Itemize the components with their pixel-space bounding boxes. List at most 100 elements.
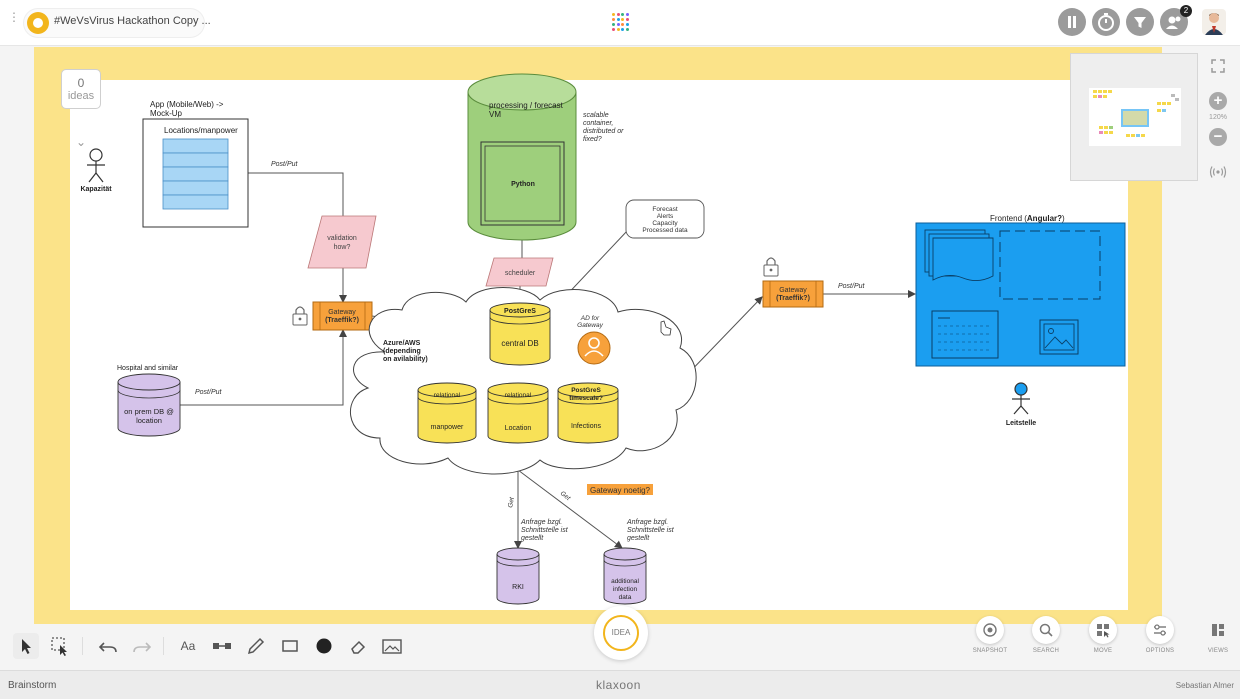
move-button[interactable]: MOVE	[1083, 616, 1123, 654]
user-icon[interactable]	[577, 331, 611, 365]
select-tool[interactable]	[13, 633, 39, 659]
shape-icon	[282, 640, 298, 652]
frontend-title: Frontend (Angular?)	[990, 214, 1065, 223]
participants-badge: 2	[1180, 5, 1192, 17]
postgres-label: PostGreS	[504, 308, 536, 315]
actor-kapazitaet[interactable]	[87, 148, 105, 183]
actor-leitstelle[interactable]	[1012, 382, 1030, 415]
anfrage-right-1: Anfrage bzgl.	[626, 519, 668, 526]
timer-button[interactable]	[1092, 8, 1120, 36]
idea-button[interactable]: IDEA	[594, 606, 648, 660]
picture-icon	[382, 639, 402, 654]
gateway-left[interactable]	[312, 301, 373, 331]
chevron-down-icon[interactable]: ⌄	[75, 135, 87, 149]
bottom-toolbar: Aa	[0, 625, 1240, 667]
ad-label-1: AD for	[580, 315, 600, 322]
processing-vm[interactable]	[467, 73, 577, 241]
get-label-1: Get	[507, 496, 516, 509]
broadcast-icon	[1209, 166, 1227, 178]
undo-button[interactable]	[95, 633, 121, 659]
zoom-out-button[interactable]: −	[1209, 128, 1227, 146]
minimap[interactable]	[1070, 53, 1198, 181]
on-prem-label-1: on prem DB @	[124, 407, 174, 416]
connector-cloud-additional	[517, 469, 623, 549]
multi-select-icon	[51, 637, 67, 656]
search-button[interactable]: SEARCH	[1026, 616, 1066, 654]
on-prem-db[interactable]	[117, 373, 181, 437]
broadcast-button[interactable]	[1205, 164, 1231, 185]
anfrage-left-2: Schnittstelle ist	[521, 527, 569, 534]
connector-tool[interactable]	[209, 633, 235, 659]
avatar[interactable]	[1202, 9, 1226, 35]
anfrage-right-3: gestellt	[627, 535, 650, 542]
forecast-label-4: Processed data	[642, 227, 688, 234]
camera-icon	[983, 623, 997, 637]
session-selector[interactable]: #WeVsVirus Hackathon Copy ...	[24, 9, 211, 37]
multi-select-tool[interactable]	[47, 633, 73, 659]
views-button[interactable]: VIEWS	[1198, 616, 1238, 654]
forecast-note[interactable]	[625, 199, 705, 239]
app-list	[162, 138, 229, 210]
ideas-label: ideas	[67, 90, 95, 102]
snapshot-label: SNAPSHOT	[972, 648, 1008, 654]
image-icon	[1039, 319, 1079, 355]
color-icon	[316, 638, 332, 654]
connector-icon	[213, 643, 231, 649]
filter-icon	[1134, 17, 1146, 28]
minimap-preview	[1089, 88, 1181, 146]
session-title: #WeVsVirus Hackathon Copy ...	[54, 15, 211, 27]
undo-icon	[98, 642, 117, 653]
additional-label-1: additional	[611, 578, 639, 585]
db-location[interactable]	[487, 382, 549, 444]
gateway-left-label-1: Gateway	[328, 309, 356, 316]
image-tool[interactable]	[379, 633, 405, 659]
timer-icon	[1098, 13, 1114, 31]
anfrage-left-3: gestellt	[521, 535, 544, 542]
rki-label: RKI	[512, 584, 524, 591]
frontend-stacked-docs	[924, 229, 994, 281]
redo-button[interactable]	[129, 633, 155, 659]
color-picker[interactable]	[311, 633, 337, 659]
scalable-label-3: distributed or	[583, 128, 624, 135]
app-inner-title: Locations/manpower	[164, 126, 238, 135]
toolbar-divider	[82, 637, 83, 655]
pause-button[interactable]	[1058, 8, 1086, 36]
validation-node[interactable]	[307, 215, 377, 269]
post-put-label-2: Post/Put	[195, 389, 223, 396]
connector-cloud-gateway-right	[681, 296, 763, 381]
snapshot-button[interactable]: SNAPSHOT	[970, 616, 1010, 654]
ideas-counter[interactable]: 0 ideas	[61, 69, 101, 109]
search-icon	[1039, 623, 1053, 637]
central-db[interactable]	[489, 302, 551, 366]
options-button[interactable]: OPTIONS	[1140, 616, 1180, 654]
eraser-tool[interactable]	[345, 633, 371, 659]
hand-cursor-icon	[660, 320, 672, 336]
processing-label-2: VM	[489, 110, 501, 119]
anfrage-right-2: Schnittstelle ist	[627, 527, 675, 534]
rki-db[interactable]	[496, 547, 540, 605]
toolbar-divider	[163, 637, 164, 655]
additional-label-2: infection	[613, 586, 638, 593]
zoom-in-button[interactable]: +	[1209, 92, 1227, 110]
db-manpower[interactable]	[417, 382, 477, 444]
forecast-label-2: Alerts	[657, 213, 674, 220]
pen-tool[interactable]	[243, 633, 269, 659]
text-tool[interactable]: Aa	[180, 639, 196, 653]
lock-icon	[292, 306, 308, 326]
filter-button[interactable]	[1126, 8, 1154, 36]
gateway-right[interactable]	[762, 280, 824, 308]
scheduler-node[interactable]	[485, 257, 554, 287]
additional-infection-db[interactable]	[603, 547, 647, 605]
fullscreen-button[interactable]	[1205, 58, 1231, 79]
db-infections[interactable]	[557, 382, 619, 444]
on-prem-label-2: location	[136, 416, 162, 425]
options-label: OPTIONS	[1145, 648, 1175, 654]
gateway-noetig-label: Gateway noetig?	[590, 486, 651, 495]
status-bar: Brainstorm klaxoon Sebastian Almer	[0, 670, 1240, 699]
ideas-count: 0	[77, 76, 85, 90]
views-icon	[1212, 624, 1224, 636]
shape-tool[interactable]	[277, 633, 303, 659]
location-label: Location	[505, 425, 532, 432]
